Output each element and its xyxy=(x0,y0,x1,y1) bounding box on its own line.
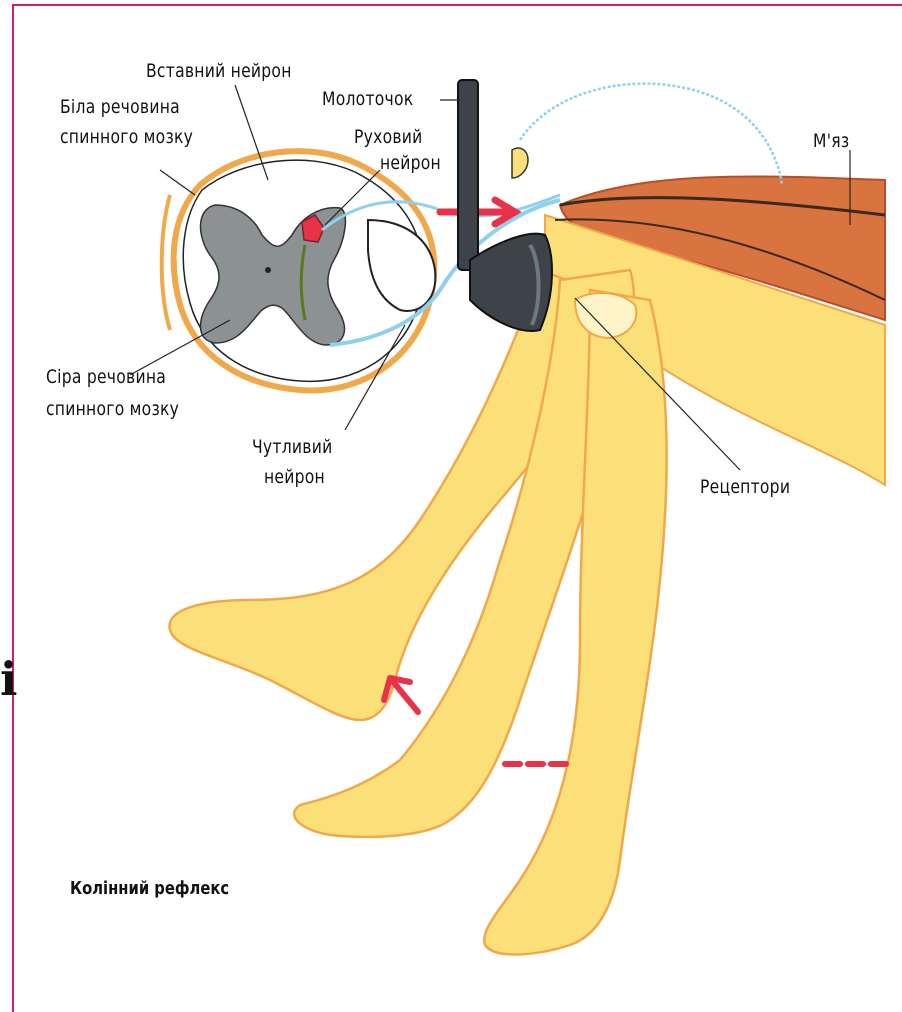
label-muscle: М'яз xyxy=(813,130,849,153)
central-canal xyxy=(265,267,271,273)
hammer-handle xyxy=(458,80,478,270)
label-gray-matter-line2: спинного мозку xyxy=(46,398,179,421)
label-hammer: Молоточок xyxy=(322,88,413,111)
label-motor-neuron-line1: Руховий xyxy=(354,126,423,149)
label-white-matter-line2: спинного мозку xyxy=(60,126,193,149)
arc-nerve xyxy=(520,84,782,185)
label-receptors: Рецептори xyxy=(700,476,790,499)
nerve-root-left xyxy=(162,195,170,330)
cropped-edge-letter: і xyxy=(0,652,17,706)
stimulus-probe xyxy=(512,148,528,178)
label-sensory-neuron-line1: Чутливий xyxy=(252,436,332,459)
label-motor-neuron-line2: нейрон xyxy=(380,152,441,175)
label-white-matter-line1: Біла речовина xyxy=(60,96,180,119)
leader-white-matter xyxy=(160,170,195,195)
label-gray-matter-line1: Сіра речовина xyxy=(46,366,166,389)
label-sensory-neuron-line2: нейрон xyxy=(264,466,325,489)
figure-caption: Колінний рефлекс xyxy=(70,878,229,899)
label-intercalary-neuron: Вставний нейрон xyxy=(146,60,292,83)
